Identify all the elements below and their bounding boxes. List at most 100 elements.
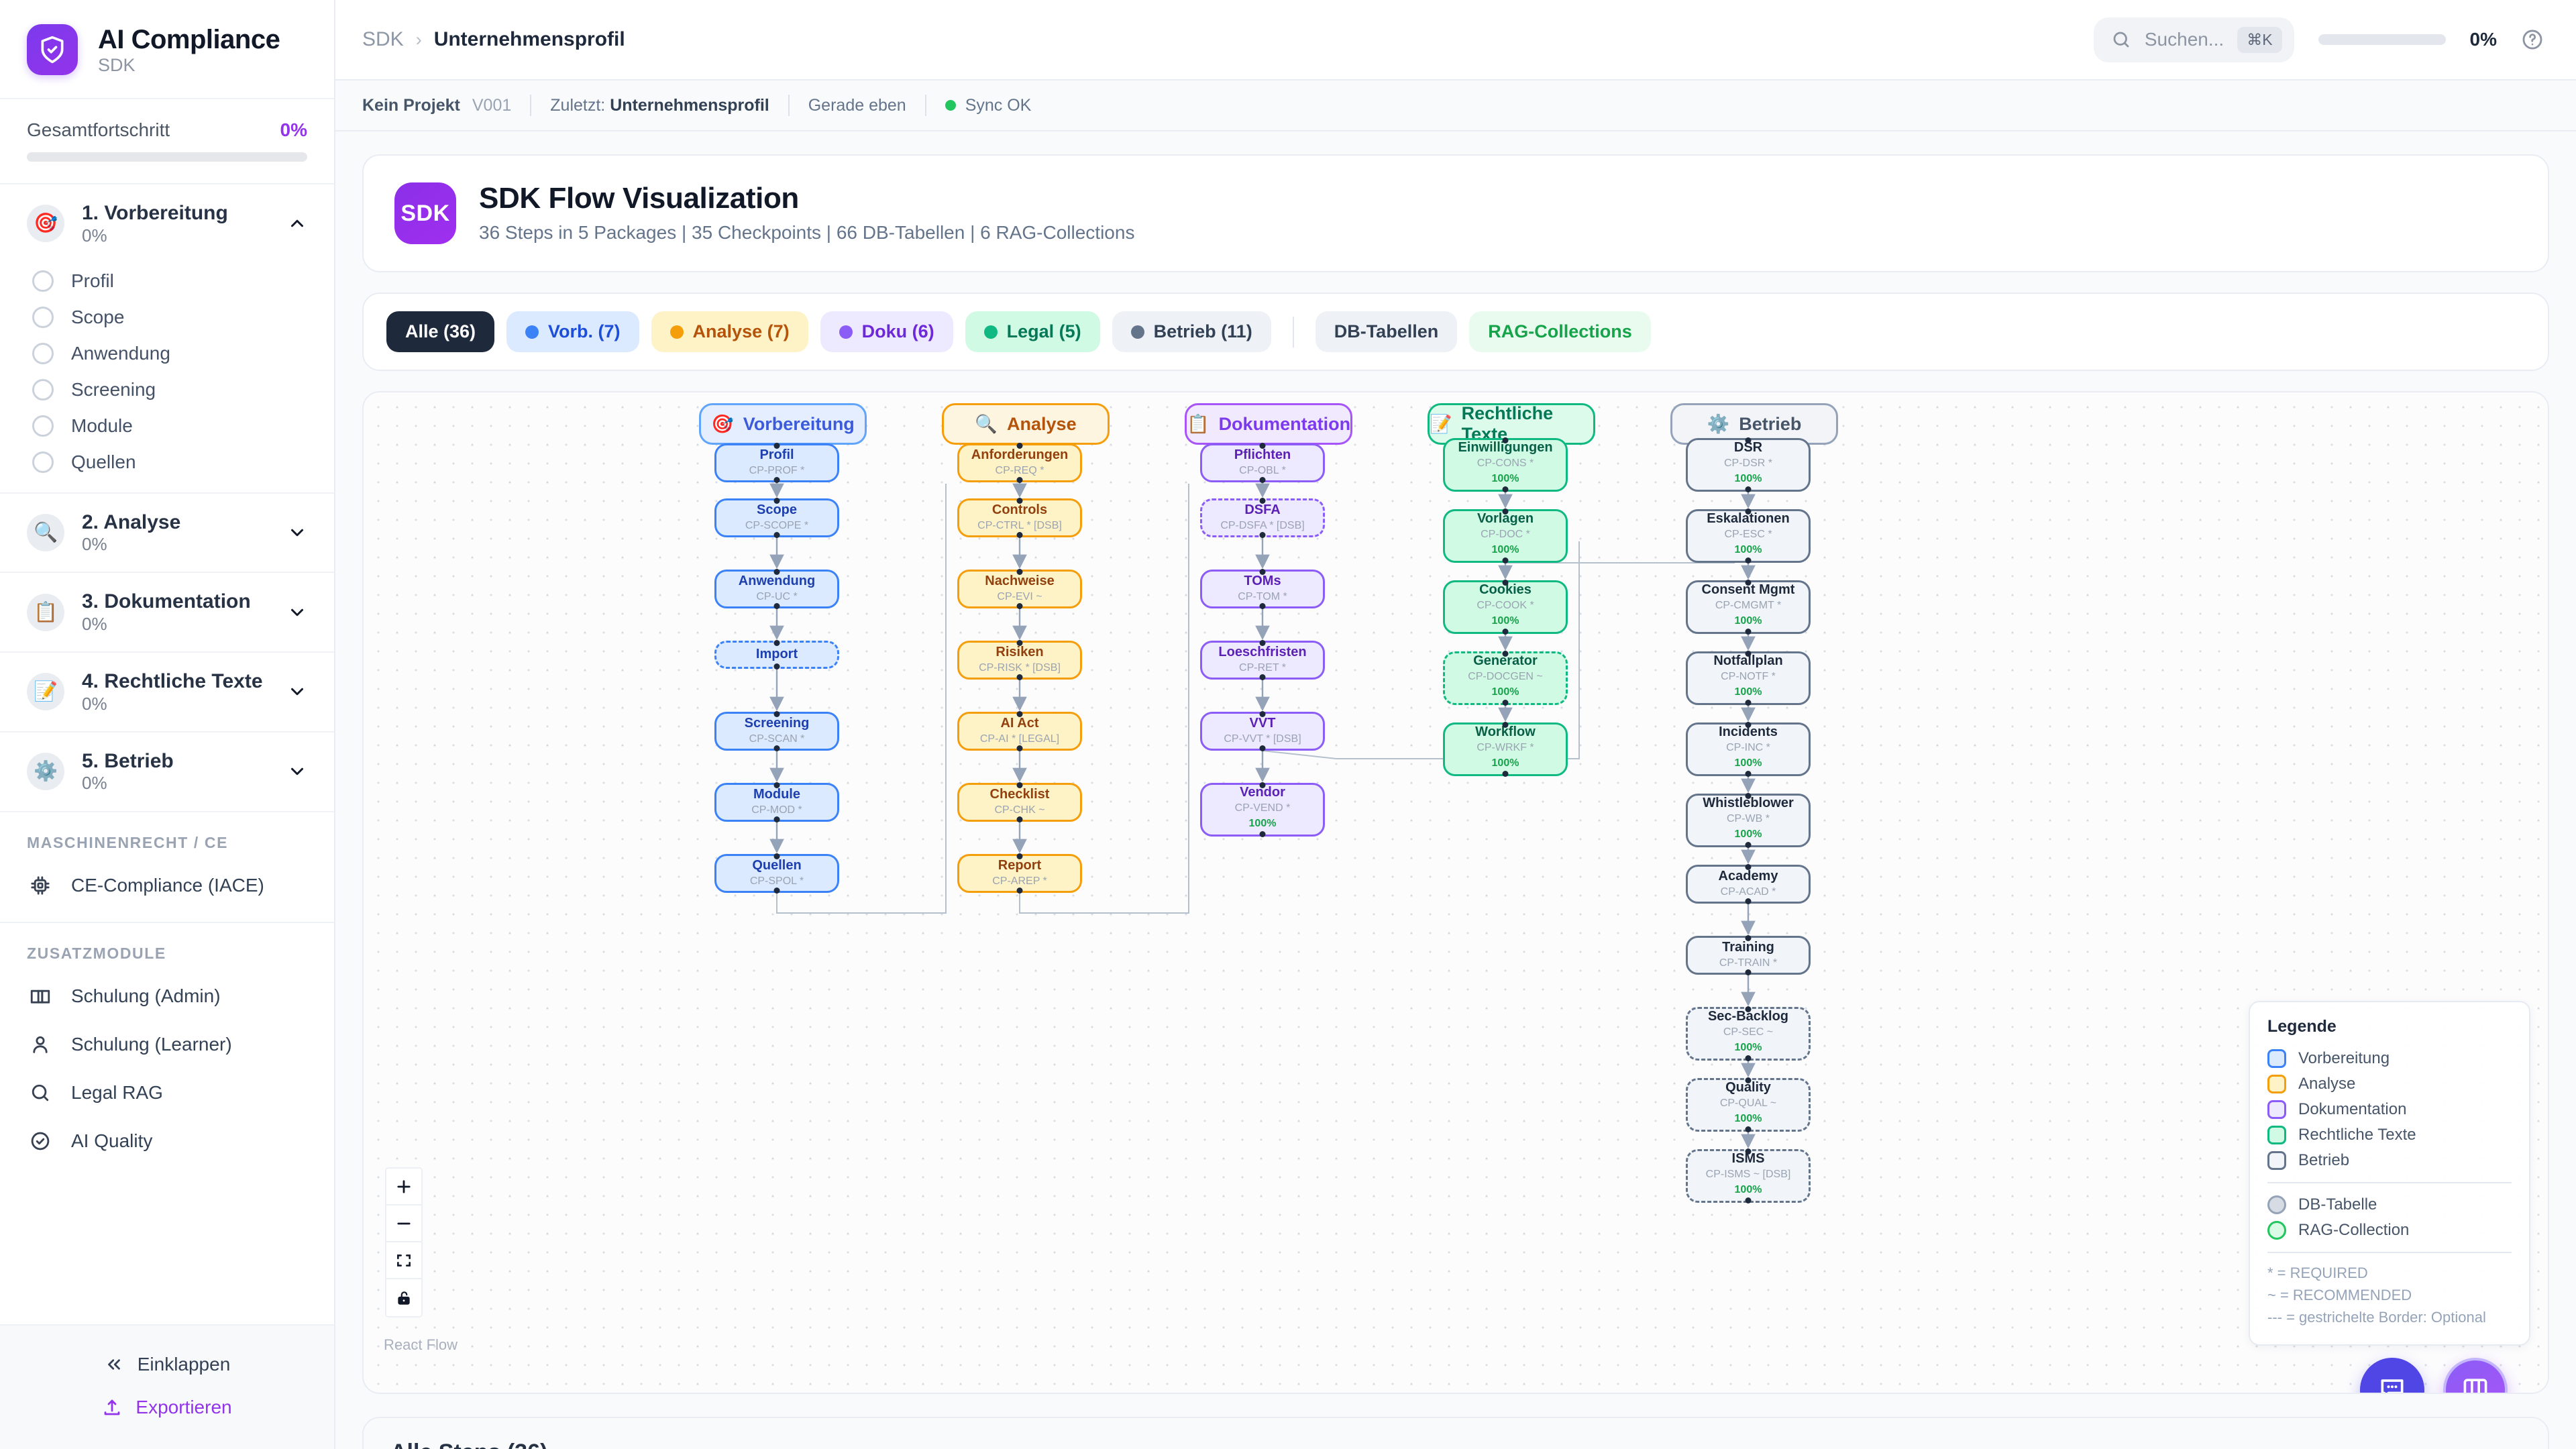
node-handle-top[interactable] <box>1016 853 1023 859</box>
node-handle-bottom[interactable] <box>1745 898 1752 904</box>
node-handle-top[interactable] <box>1745 580 1752 586</box>
node-handle-bottom[interactable] <box>1745 486 1752 492</box>
sidebar-item-scope[interactable]: Scope <box>0 299 334 335</box>
node-handle-top[interactable] <box>1016 640 1023 646</box>
node-handle-top[interactable] <box>1016 711 1023 717</box>
zoom-in-icon[interactable] <box>386 1169 421 1205</box>
node-handle-top[interactable] <box>1259 569 1266 575</box>
chat-fab[interactable] <box>2360 1358 2424 1393</box>
node-handle-bottom[interactable] <box>1259 674 1266 680</box>
sidebar-nav-legal-rag[interactable]: Legal RAG <box>0 1069 334 1117</box>
node-handle-bottom[interactable] <box>1259 745 1266 751</box>
node-handle-top[interactable] <box>773 711 780 717</box>
node-handle-bottom[interactable] <box>773 532 780 538</box>
chevron-down-icon[interactable] <box>287 523 307 543</box>
node-handle-bottom[interactable] <box>1745 771 1752 777</box>
lock-icon[interactable] <box>386 1279 421 1316</box>
node-handle-bottom[interactable] <box>1502 700 1509 706</box>
node-handle-top[interactable] <box>1745 864 1752 870</box>
node-handle-bottom[interactable] <box>1502 557 1509 564</box>
node-handle-top[interactable] <box>1745 437 1752 443</box>
sidebar-item-anwendung[interactable]: Anwendung <box>0 335 334 372</box>
phase-header[interactable]: 📋 3. Dokumentation 0% <box>0 573 334 651</box>
node-handle-top[interactable] <box>1259 443 1266 449</box>
node-handle-top[interactable] <box>1502 437 1509 443</box>
node-handle-top[interactable] <box>1745 508 1752 515</box>
filter-analyse-7[interactable]: Analyse (7) <box>651 311 808 352</box>
filter-legal-5[interactable]: Legal (5) <box>965 311 1100 352</box>
node-handle-bottom[interactable] <box>773 477 780 483</box>
node-handle-bottom[interactable] <box>1502 629 1509 635</box>
sidebar-item-profil[interactable]: Profil <box>0 263 334 299</box>
fit-view-icon[interactable] <box>386 1242 421 1279</box>
node-handle-bottom[interactable] <box>1745 842 1752 848</box>
node-handle-top[interactable] <box>1016 498 1023 504</box>
filter-betrieb-11[interactable]: Betrieb (11) <box>1112 311 1271 352</box>
node-handle-bottom[interactable] <box>773 603 780 609</box>
node-handle-bottom[interactable] <box>1016 888 1023 894</box>
node-handle-top[interactable] <box>1745 1148 1752 1155</box>
node-handle-bottom[interactable] <box>1745 969 1752 975</box>
collapse-sidebar-button[interactable]: Einklappen <box>27 1343 307 1386</box>
node-handle-bottom[interactable] <box>1745 1055 1752 1061</box>
filter-alle-36[interactable]: Alle (36) <box>386 311 495 352</box>
chevron-down-icon[interactable] <box>287 682 307 702</box>
node-handle-top[interactable] <box>1502 722 1509 728</box>
node-handle-top[interactable] <box>1016 782 1023 788</box>
help-circle-icon[interactable] <box>2521 28 2544 51</box>
node-handle-top[interactable] <box>1745 1006 1752 1012</box>
step-radio-icon[interactable] <box>32 342 54 364</box>
node-handle-top[interactable] <box>1502 508 1509 515</box>
sidebar-nav-schulung-learner[interactable]: Schulung (Learner) <box>0 1020 334 1069</box>
node-handle-top[interactable] <box>773 640 780 646</box>
node-handle-bottom[interactable] <box>1502 771 1509 777</box>
node-handle-top[interactable] <box>773 782 780 788</box>
node-handle-bottom[interactable] <box>1016 532 1023 538</box>
filter-doku-6[interactable]: Doku (6) <box>820 311 953 352</box>
node-handle-bottom[interactable] <box>1016 477 1023 483</box>
node-handle-top[interactable] <box>773 853 780 859</box>
step-radio-icon[interactable] <box>32 270 54 292</box>
phase-header[interactable]: 🔍 2. Analyse 0% <box>0 494 334 572</box>
node-handle-top[interactable] <box>773 498 780 504</box>
node-handle-top[interactable] <box>1502 580 1509 586</box>
node-handle-bottom[interactable] <box>1016 745 1023 751</box>
node-handle-top[interactable] <box>1745 935 1752 941</box>
node-handle-top[interactable] <box>1745 651 1752 657</box>
node-handle-bottom[interactable] <box>773 888 780 894</box>
node-handle-bottom[interactable] <box>1502 486 1509 492</box>
node-handle-bottom[interactable] <box>1259 603 1266 609</box>
node-handle-top[interactable] <box>773 443 780 449</box>
flow-canvas[interactable]: 🎯 Vorbereitung🔍 Analyse📋 Dokumentation📝 … <box>362 391 2549 1394</box>
step-radio-icon[interactable] <box>32 415 54 437</box>
sidebar-nav-ce-compliance-iace[interactable]: CE-Compliance (IACE) <box>0 861 334 910</box>
step-radio-icon[interactable] <box>32 306 54 328</box>
filter-rag-collections[interactable]: RAG-Collections <box>1469 311 1651 352</box>
node-handle-bottom[interactable] <box>773 663 780 669</box>
zoom-out-icon[interactable] <box>386 1205 421 1242</box>
panel-fab[interactable] <box>2443 1358 2508 1393</box>
